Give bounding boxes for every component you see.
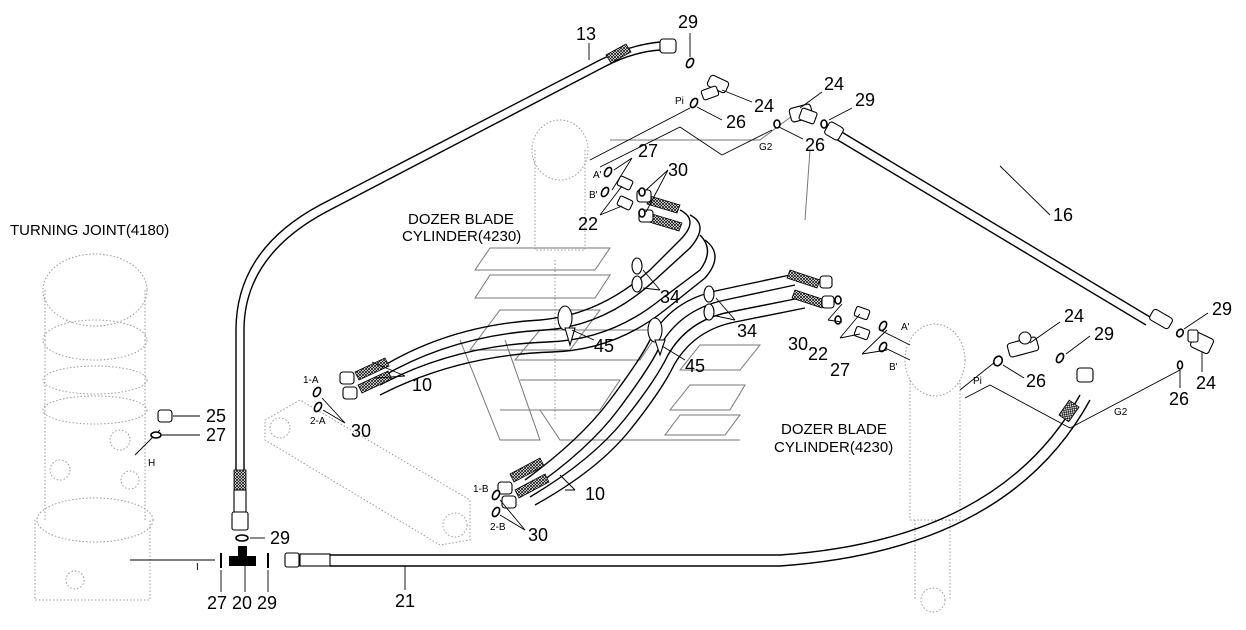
port-label-2b: 2-B: [490, 522, 506, 533]
elbow-fitting-24-right-mid: [1006, 331, 1040, 358]
port-label-1b: 1-B: [473, 484, 489, 495]
turning-joint-label: TURNING JOINT(4180): [10, 222, 169, 239]
port-label-a-prime-top: A': [593, 170, 602, 181]
dozer-blade-cylinder-right-ghost: [904, 323, 966, 613]
port-label-h: H: [148, 458, 155, 469]
port-label-a-prime-right: A': [901, 322, 910, 333]
port-label-2a: 2-A: [310, 416, 326, 427]
callout-29-top-right: 29: [855, 90, 875, 110]
dozer-cylinder-left-label-line2: CYLINDER(4230): [402, 228, 521, 245]
callout-24-top-right: 24: [824, 74, 844, 94]
callout-30-left: 30: [351, 421, 371, 441]
callout-24-right-mid: 24: [1064, 306, 1084, 326]
port-label-1a: 1-A: [303, 375, 319, 386]
port-label-g2-top: G2: [759, 142, 773, 153]
hose-21: [284, 367, 1094, 568]
callout-26-top-right: 26: [805, 135, 825, 155]
callout-29-tee: 29: [270, 528, 290, 548]
port-label-pi-right: Pi: [973, 376, 982, 387]
callout-30-lower: 30: [528, 525, 548, 545]
callout-21: 21: [395, 591, 415, 611]
callout-22-top: 22: [578, 214, 598, 234]
port-label-pi-top: Pi: [675, 96, 684, 107]
callout-34-lower: 34: [737, 321, 757, 341]
callout-29-top: 29: [678, 12, 698, 32]
plug-25: [157, 409, 173, 423]
elbow-fitting-24-top-left: [700, 74, 730, 101]
callout-27-left: 27: [206, 425, 226, 445]
callout-13: 13: [576, 24, 596, 44]
port-label-b-prime-top: B': [589, 190, 598, 201]
right-fittings: [834, 295, 1215, 370]
turning-joint-ghost: [34, 253, 154, 601]
callout-29-far-right: 29: [1212, 299, 1232, 319]
callout-10-upper: 10: [412, 375, 432, 395]
callout-34-upper: 34: [660, 287, 680, 307]
port-leader-lines: [130, 107, 1181, 561]
dozer-cylinder-right-label-line2: CYLINDER(4230): [774, 439, 893, 456]
dozer-cylinder-left-label-line1: DOZER BLADE: [408, 211, 514, 228]
callout-24-far-right: 24: [1196, 373, 1216, 393]
clamps: [557, 257, 715, 357]
callout-45-upper: 45: [594, 336, 614, 356]
left-fittings: [150, 386, 501, 518]
callout-25: 25: [206, 406, 226, 426]
callout-27-mid: 27: [830, 360, 850, 380]
callout-29-bottom: 29: [257, 593, 277, 613]
hoses-10-lower: [497, 269, 835, 509]
callout-27-top: 27: [638, 141, 658, 161]
dozer-cylinder-right-label-line1: DOZER BLADE: [781, 421, 887, 438]
port-label-g2-right: G2: [1114, 407, 1128, 418]
callout-leaders: [162, 33, 1209, 592]
elbow-fitting-24-far-right: [1187, 329, 1215, 355]
top-fittings: [600, 57, 828, 218]
hoses-10-upper: [339, 189, 716, 400]
hose-16: [824, 121, 1173, 330]
callout-26-right-mid: 26: [1026, 371, 1046, 391]
callout-26-top-left: 26: [726, 112, 746, 132]
callout-10-lower: 10: [585, 484, 605, 504]
callout-29-right-mid: 29: [1094, 324, 1114, 344]
callout-26-far-right: 26: [1169, 389, 1189, 409]
callout-24-top-left: 24: [754, 96, 774, 116]
callout-30-mid: 30: [788, 334, 808, 354]
tee-20: [220, 534, 269, 568]
elbow-fitting-24-top-right: [788, 103, 818, 125]
callout-30-top: 30: [668, 160, 688, 180]
port-label-b-prime-right: B': [889, 362, 898, 373]
dozer-blade-cylinder-left-ghost: [264, 119, 589, 546]
frame-outline: [459, 109, 811, 441]
hose-13: [231, 38, 677, 531]
callout-27-bottom: 27: [207, 593, 227, 613]
callout-16: 16: [1053, 205, 1073, 225]
callout-45-lower: 45: [685, 356, 705, 376]
port-label-i: I: [196, 562, 199, 573]
callout-22-mid: 22: [808, 344, 828, 364]
callout-20: 20: [232, 593, 252, 613]
